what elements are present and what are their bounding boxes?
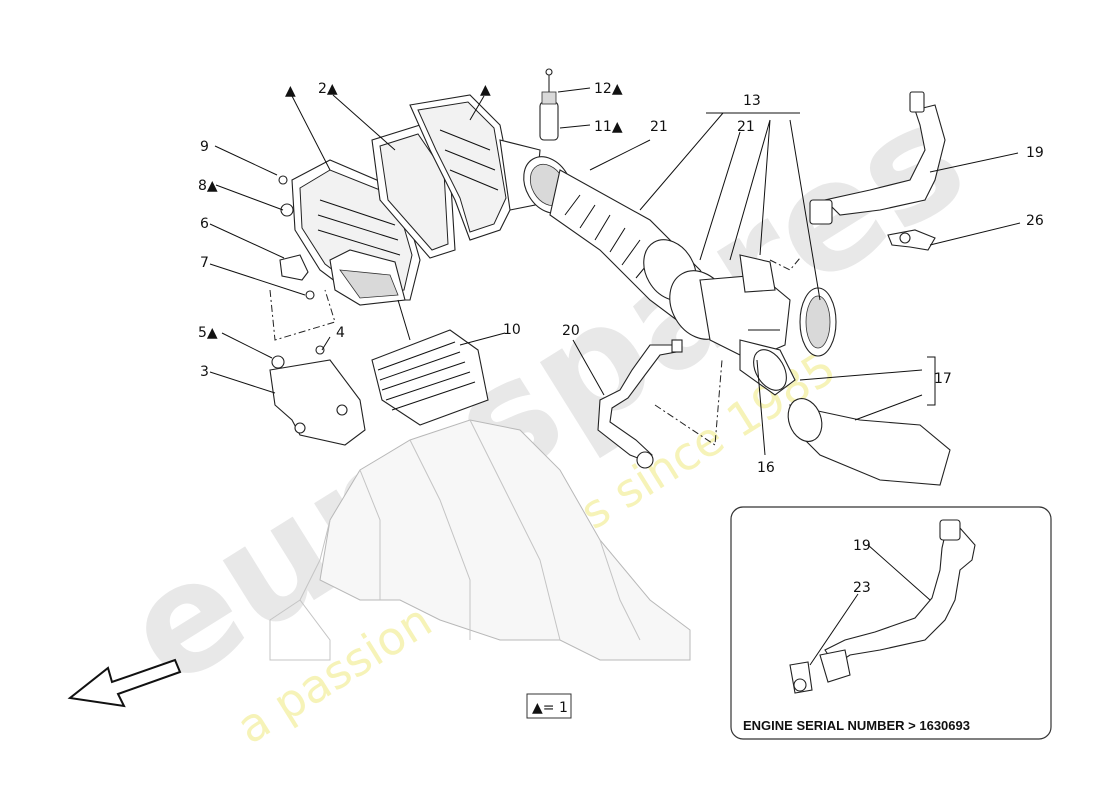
inset-callout-23: 23: [853, 580, 871, 596]
callout-20: 20: [562, 323, 580, 339]
callout-triangle-a: ▲: [285, 83, 296, 99]
breather-hose: [809, 91, 946, 225]
callout-16: 16: [757, 460, 775, 476]
callout-26: 26: [1026, 213, 1044, 229]
legend-text: ▲= 1: [532, 700, 568, 716]
vent-pipe: [597, 339, 683, 469]
callouts: ▲ 2▲ ▲ 12▲ 11▲ 21 13 21 19 26 9 8▲ 6 7 5…: [198, 81, 1044, 476]
airbox-lower: [291, 159, 421, 306]
callout-21-left: 21: [650, 119, 668, 135]
inset-caption: ENGINE SERIAL NUMBER > 1630693: [743, 718, 970, 733]
callout-21-right: 21: [737, 119, 755, 135]
callout-11: 11▲: [594, 119, 623, 135]
callout-9: 9: [200, 139, 209, 155]
air-flow-sensor: [539, 68, 559, 141]
legend: ▲= 1: [526, 693, 572, 719]
callout-2: 2▲: [318, 81, 338, 97]
callout-6: 6: [200, 216, 209, 232]
callout-5: 5▲: [198, 325, 218, 341]
callout-7: 7: [200, 255, 209, 271]
callout-3: 3: [200, 364, 209, 380]
inset-callout-19: 19: [853, 538, 871, 554]
mounting-bracket: [269, 175, 366, 446]
leader-lines: [209, 87, 1021, 456]
direction-arrow-icon: [67, 658, 182, 708]
callout-4: 4: [336, 325, 345, 341]
callout-17: 17: [934, 371, 952, 387]
callout-10: 10: [503, 322, 521, 338]
intake-hose: [523, 156, 837, 361]
callout-13: 13: [743, 93, 761, 109]
callout-triangle-b: ▲: [480, 82, 491, 98]
inset-panel: 19 23 ENGINE SERIAL NUMBER > 1630693: [730, 506, 1052, 740]
assembly-lines: [269, 257, 801, 446]
outlet-hose: [739, 329, 951, 486]
intake-duct: [371, 329, 489, 426]
callout-19: 19: [1026, 145, 1044, 161]
hose-clip: [887, 229, 936, 251]
callout-8: 8▲: [198, 178, 218, 194]
airbox-cover: [409, 94, 541, 241]
callout-12: 12▲: [594, 81, 623, 97]
engine-bay-outline: [269, 419, 691, 661]
